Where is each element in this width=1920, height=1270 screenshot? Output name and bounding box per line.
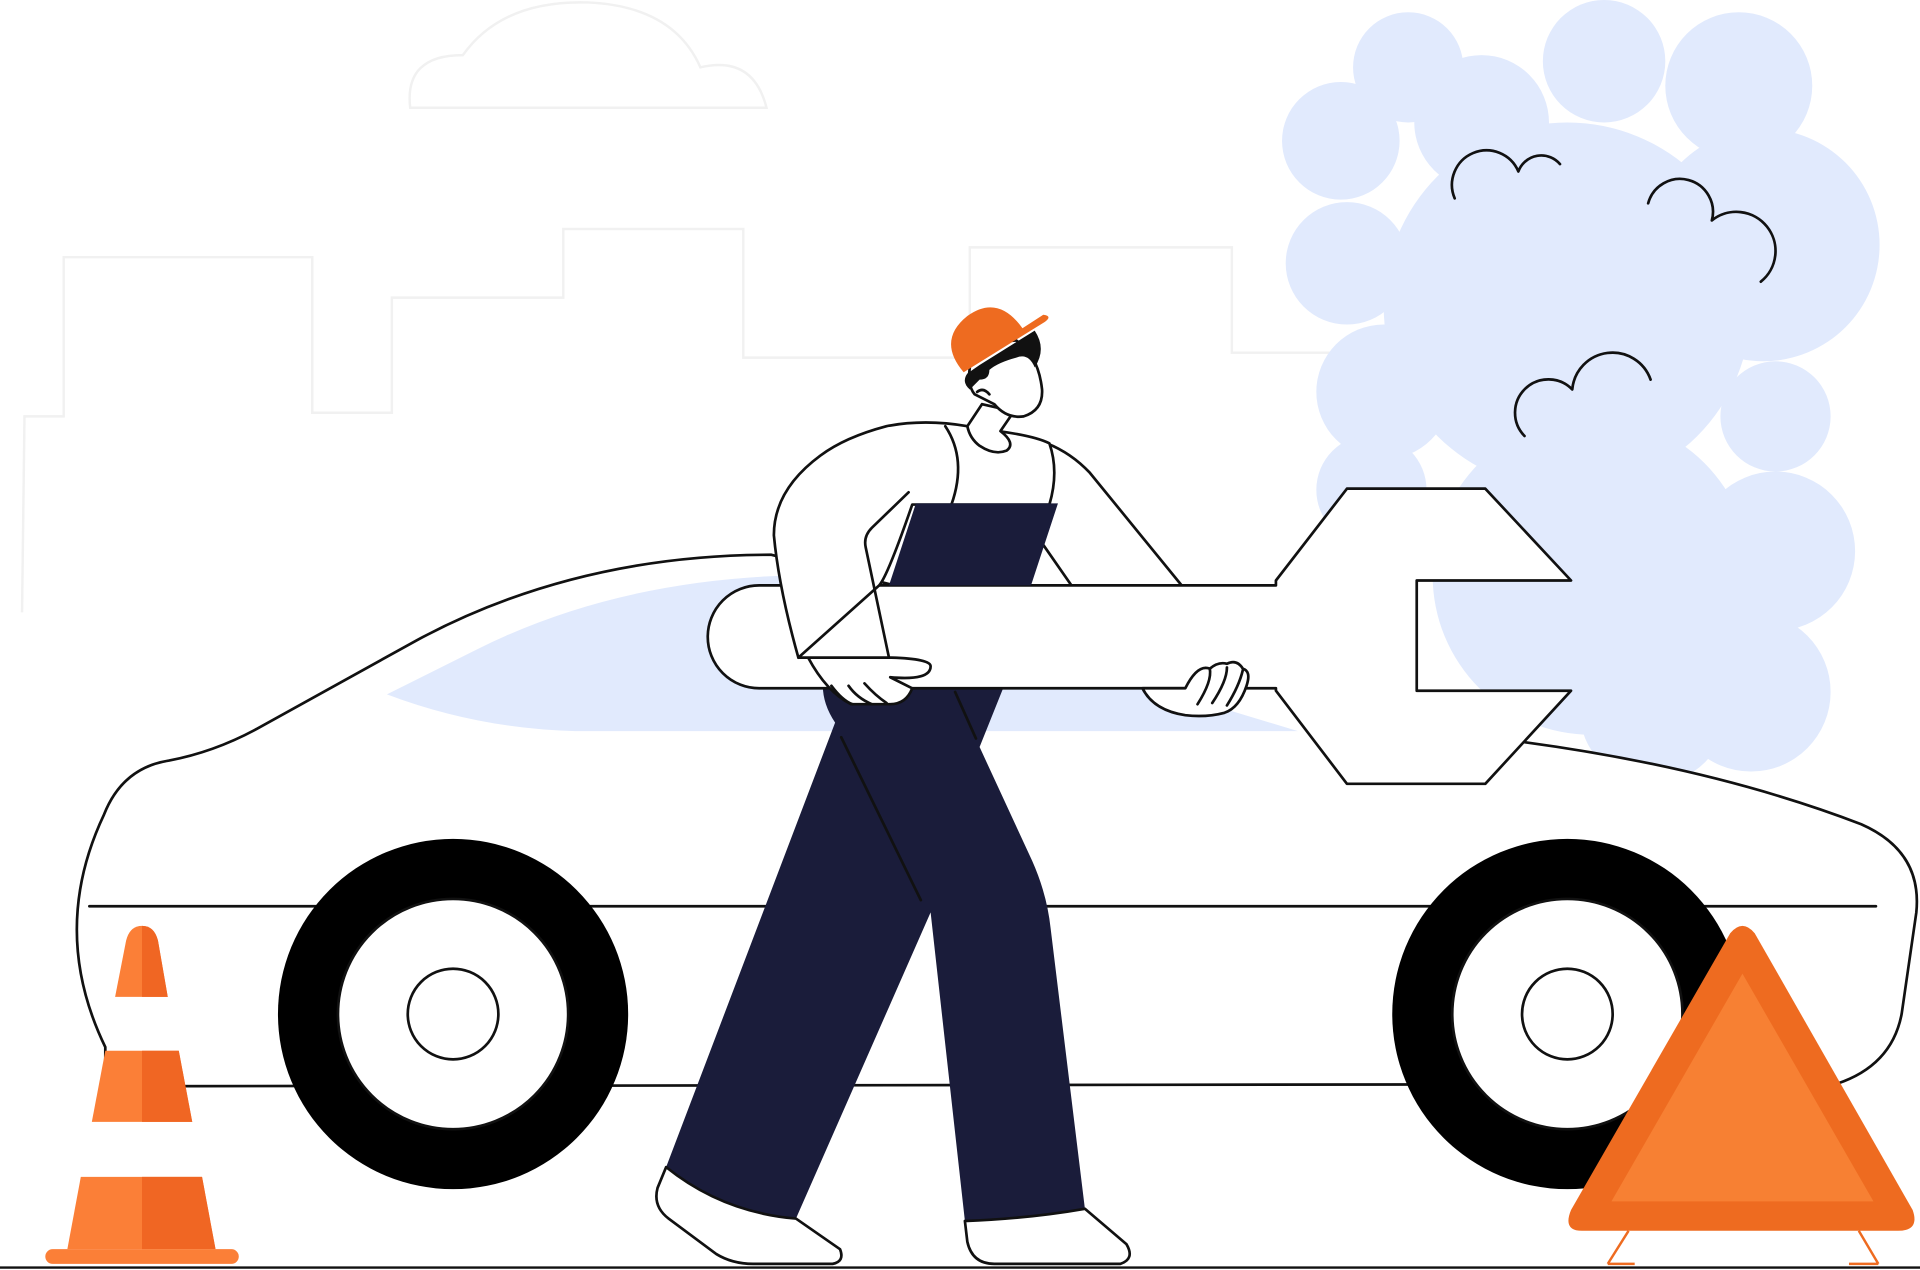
overalls-bib — [888, 503, 1058, 586]
right-shoe — [963, 1207, 1132, 1266]
left-shoe — [655, 1165, 843, 1266]
front-wheel — [277, 838, 629, 1190]
overalls-legs — [666, 685, 1085, 1222]
traffic-cone-icon — [45, 925, 239, 1264]
cloud-swirls — [1450, 149, 1777, 438]
hair — [964, 330, 1041, 390]
head — [967, 339, 1044, 419]
warning-triangle-icon — [1568, 925, 1915, 1266]
wrench-icon — [706, 487, 1573, 786]
cap — [951, 307, 1049, 373]
background-buildings — [20, 1, 1335, 613]
mechanic — [655, 307, 1573, 1266]
cloud — [1282, 0, 1880, 784]
